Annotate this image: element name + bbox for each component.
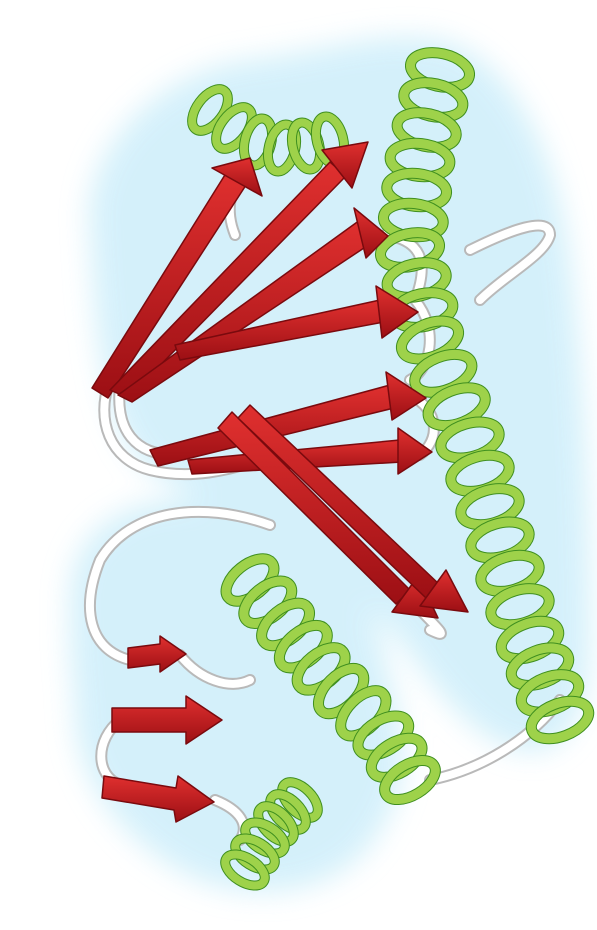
protein-diagram	[0, 0, 597, 930]
ribbon-canvas	[0, 0, 597, 930]
